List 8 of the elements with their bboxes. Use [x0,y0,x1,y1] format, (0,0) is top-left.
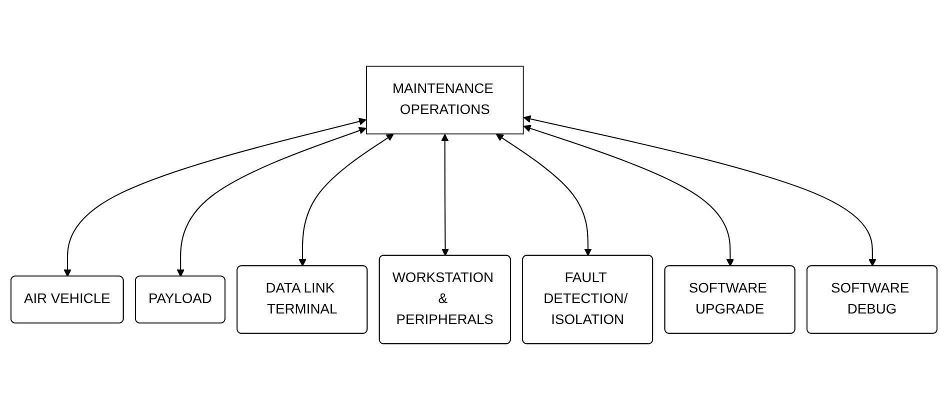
arrow [441,134,450,256]
arrow [523,124,734,266]
arrow [496,134,592,256]
arrow [298,134,394,266]
arrow [523,115,876,266]
arrow [176,126,366,277]
node-box: MAINTENANCE OPERATIONS [366,66,524,134]
arrow [64,118,366,277]
